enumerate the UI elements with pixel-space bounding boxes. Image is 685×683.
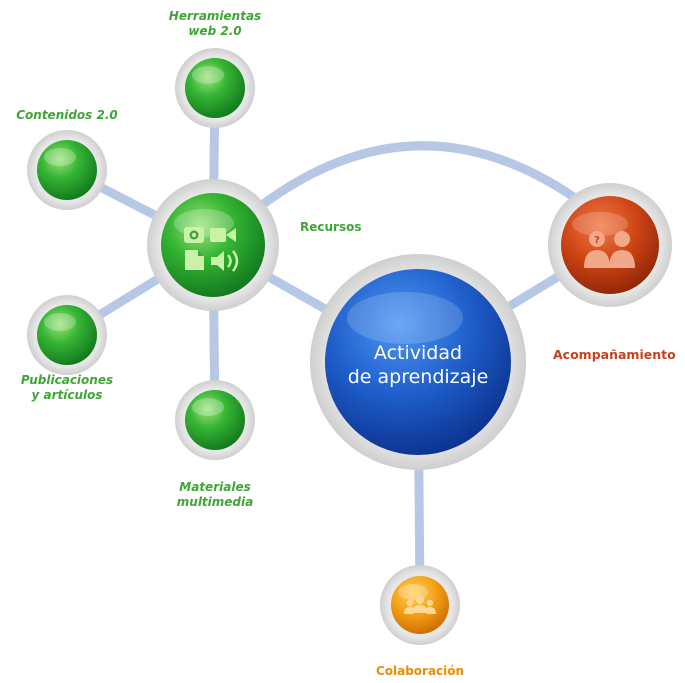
- node-publicaciones[interactable]: [27, 295, 107, 375]
- node-recursos[interactable]: [147, 179, 279, 311]
- label-publicaciones-line1: Publicaciones: [21, 373, 113, 387]
- label-materiales-line2: multimedia: [177, 495, 253, 509]
- label-materiales-line1: Materiales: [179, 480, 250, 494]
- label-colaboracion: Colaboración: [376, 664, 464, 678]
- node-materiales[interactable]: [175, 380, 255, 460]
- speaker-icon: [211, 250, 239, 272]
- label-recursos: Recursos: [300, 220, 361, 234]
- video-camera-icon: [210, 228, 236, 242]
- node-herramientas[interactable]: [175, 48, 255, 128]
- label-herramientas-line1: Herramientas: [169, 9, 261, 23]
- center-title-line1: Actividad: [374, 342, 462, 364]
- label-herramientas-line2: web 2.0: [188, 24, 241, 38]
- node-colaboracion[interactable]: [380, 565, 460, 645]
- label-contenidos: Contenidos 2.0: [16, 108, 118, 122]
- node-contenidos[interactable]: [27, 130, 107, 210]
- media-icons: [184, 227, 239, 272]
- label-publicaciones-line2: y artículos: [31, 388, 102, 402]
- connector-arc-recursos-acompanamiento: [253, 141, 590, 213]
- node-acompanamiento[interactable]: ?: [548, 183, 672, 307]
- center-title-line2: de aprendizaje: [348, 366, 489, 388]
- group-icon: [404, 596, 436, 614]
- svg-text:?: ?: [594, 235, 600, 246]
- label-acompanamiento: Acompañamiento: [553, 347, 676, 362]
- camera-icon: [184, 227, 204, 243]
- people-question-icon: ?: [584, 231, 635, 268]
- node-actividad[interactable]: Actividad de aprendizaje: [310, 254, 526, 470]
- document-icon: [185, 250, 204, 270]
